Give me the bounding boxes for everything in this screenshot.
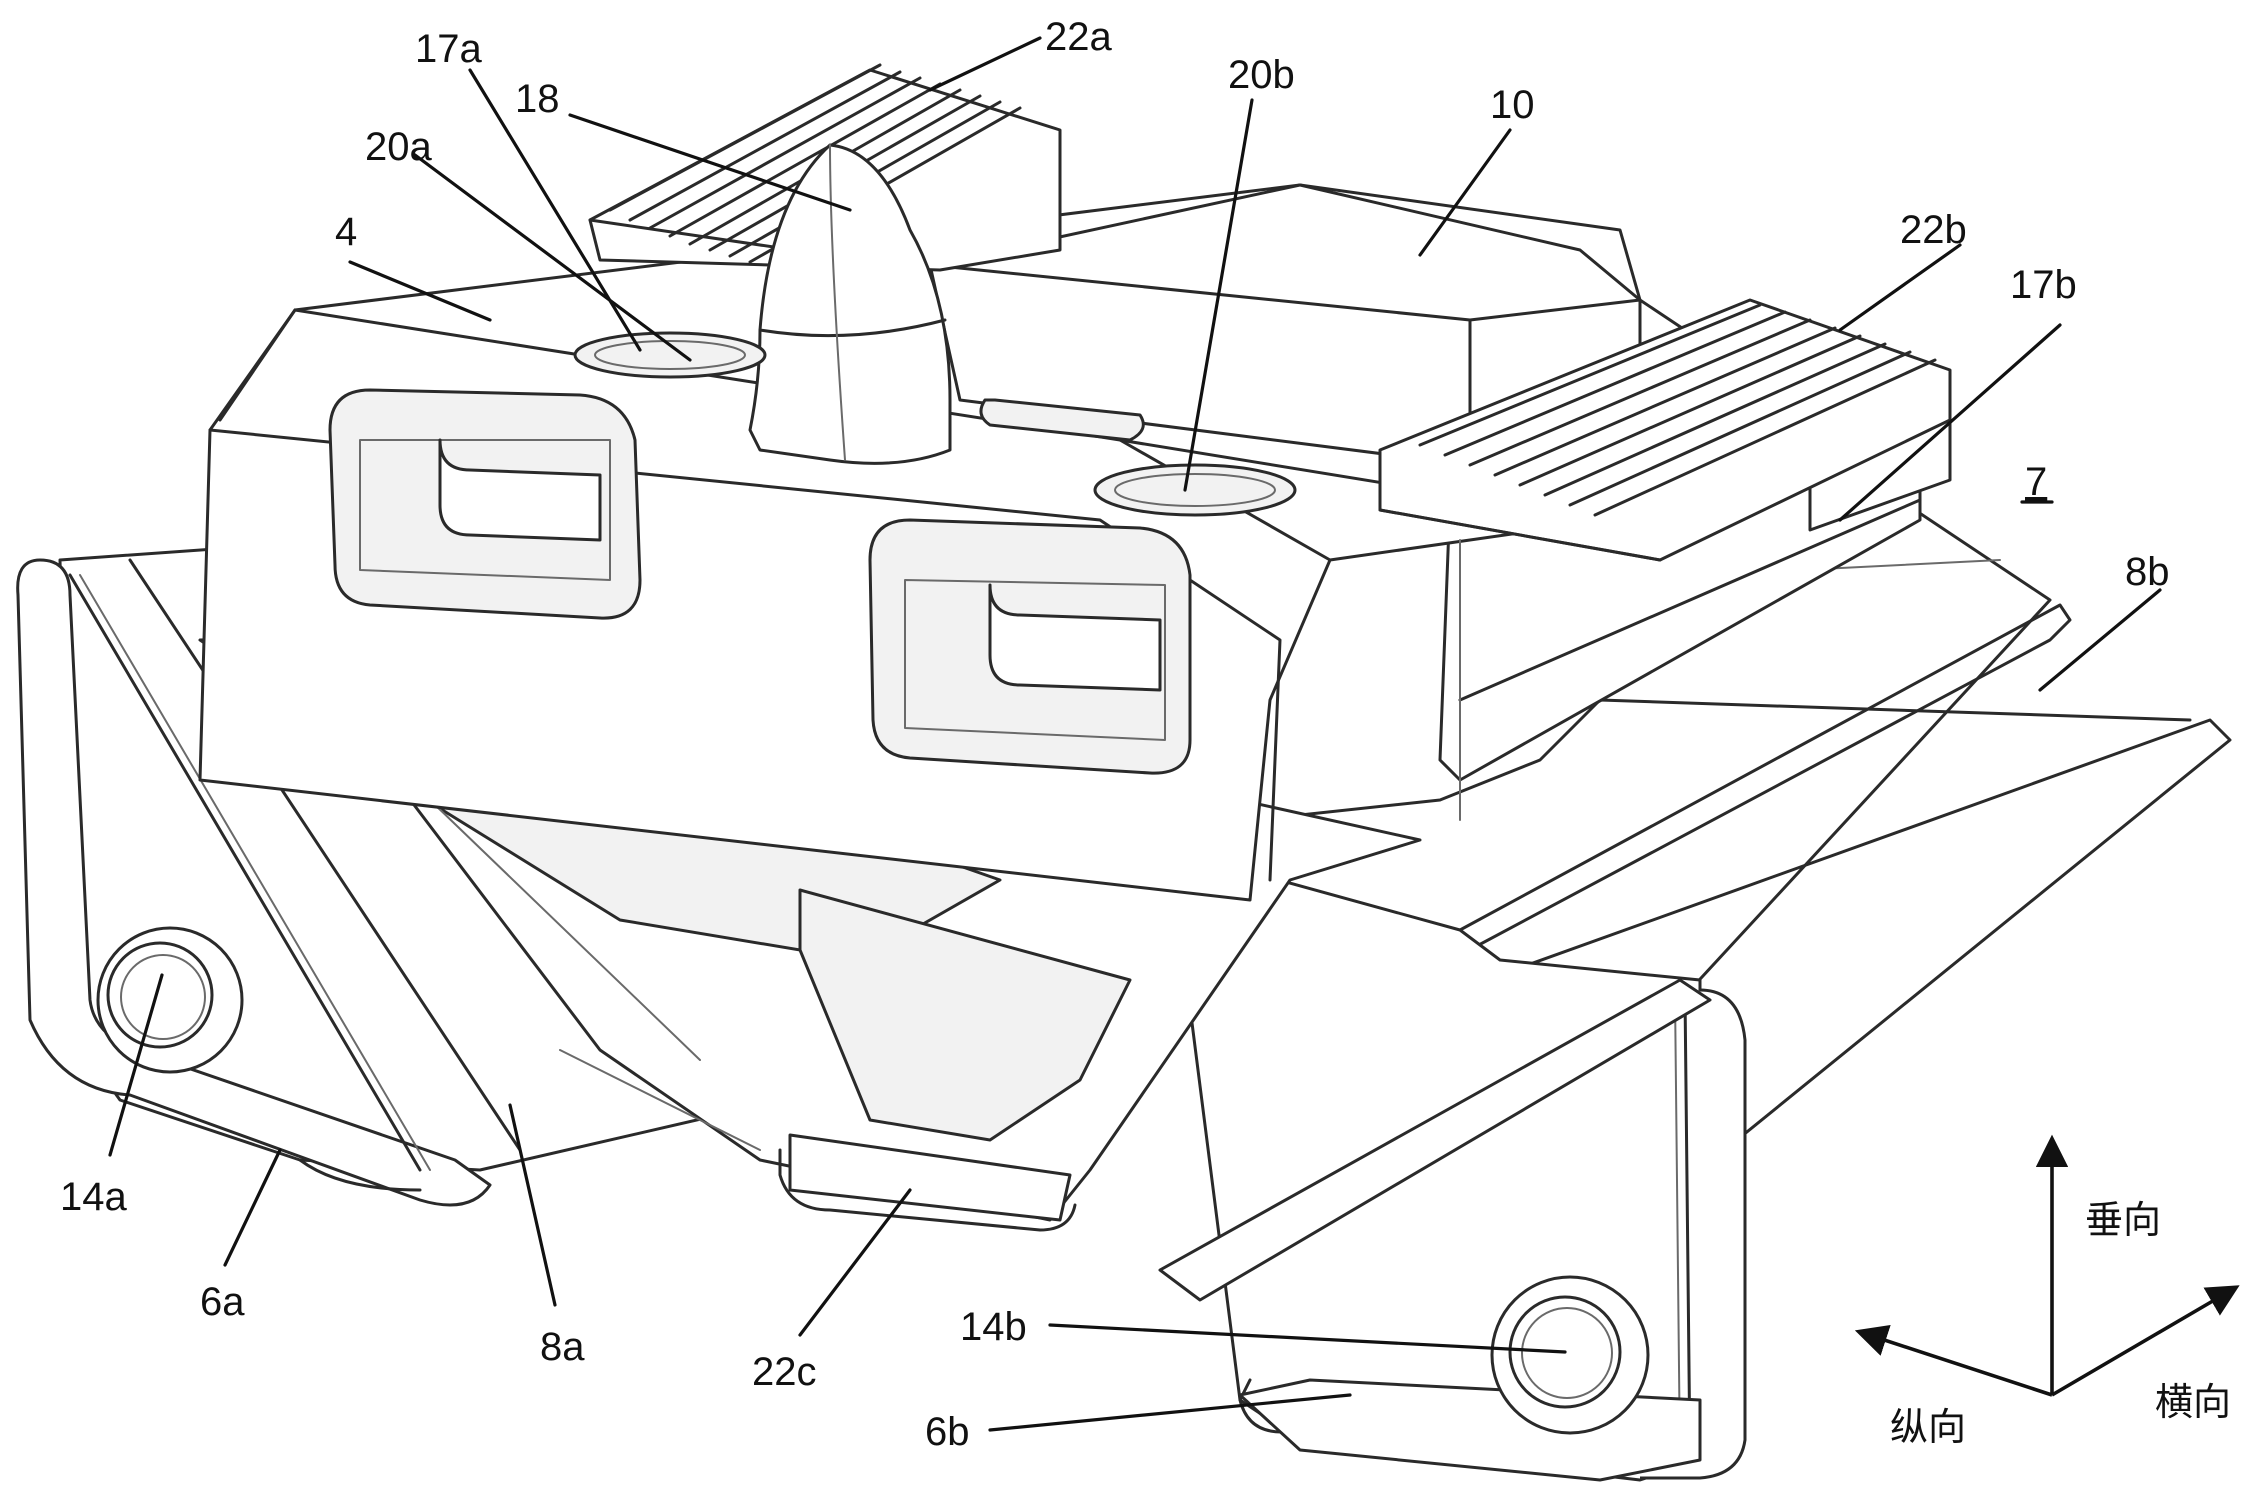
label-22b: 22b: [1900, 208, 1967, 252]
axis-transverse-arrow: [2051, 1285, 2240, 1397]
label-22a: 22a: [1045, 15, 1112, 59]
label-7: 7: [2025, 460, 2047, 504]
label-17b: 17b: [2010, 263, 2077, 307]
pad-22c: [788, 1133, 1072, 1222]
pad-20b: [1093, 463, 1297, 517]
label-20b: 20b: [1228, 53, 1295, 97]
label-8b: 8b: [2125, 550, 2170, 594]
label-14b: 14b: [960, 1305, 1027, 1349]
center-pin-18: [748, 143, 952, 465]
leg-6b: [1158, 498, 2232, 1482]
label-20a: 20a: [365, 125, 432, 169]
rack-22b: [1378, 298, 1952, 562]
slot-center: [979, 398, 1145, 442]
bore-14b: [1508, 1295, 1622, 1409]
coordinate-axes: 垂向 纵向 横向: [1854, 1134, 2240, 1449]
leader-lines: [108, 36, 2162, 1432]
label-6b: 6b: [925, 1410, 970, 1454]
bore-14a-outer: [96, 926, 244, 1074]
label-vertical: 垂向: [2085, 1198, 2161, 1242]
label-8a: 8a: [540, 1325, 585, 1369]
reference-labels: 22a 17a 18 20a 20b 10 4 22b 17b 7 8b 14a…: [60, 15, 2170, 1454]
label-18: 18: [515, 77, 560, 121]
label-longitudinal: 纵向: [1890, 1405, 1966, 1449]
label-6a: 6a: [200, 1280, 245, 1324]
label-4: 4: [335, 210, 357, 254]
label-17a: 17a: [415, 27, 482, 71]
label-22c: 22c: [752, 1350, 817, 1394]
label-14a: 14a: [60, 1175, 127, 1219]
pad-20a: [573, 331, 767, 379]
label-10: 10: [1490, 83, 1535, 127]
bore-14a: [106, 941, 214, 1049]
axis-longitudinal-arrow: [1854, 1325, 2053, 1397]
bore-14b-outer: [1490, 1275, 1650, 1435]
label-transverse: 横向: [2155, 1380, 2231, 1424]
